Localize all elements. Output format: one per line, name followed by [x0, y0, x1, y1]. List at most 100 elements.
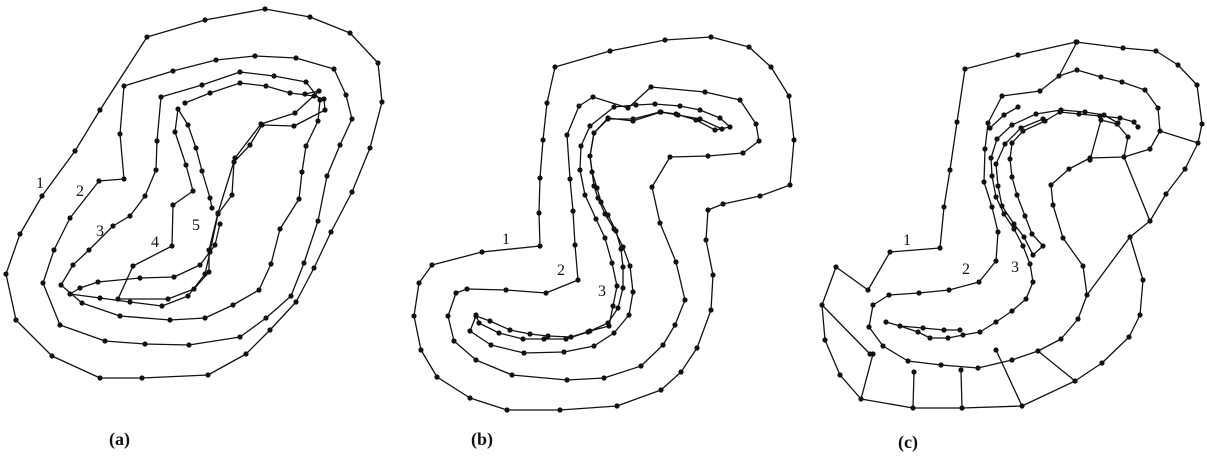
vertex-dot — [167, 317, 173, 323]
vertex-dot — [1101, 112, 1107, 118]
contour-c-2 — [868, 69, 1161, 369]
contour-b-3 — [469, 103, 731, 354]
vertex-dot — [1195, 140, 1201, 146]
vertex-dot — [488, 342, 494, 348]
vertex-dot — [1074, 39, 1080, 45]
vertex-dot — [416, 280, 422, 286]
vertex-dot — [186, 342, 192, 348]
vertex-dot — [667, 154, 673, 160]
vertex-dot — [1001, 112, 1007, 118]
vertex-dot — [819, 302, 825, 308]
vertex-dot — [587, 123, 593, 129]
vertex-dot — [185, 122, 191, 128]
vertex-dot — [230, 302, 236, 308]
vertex-dot — [577, 167, 583, 173]
vertex-dot — [1147, 218, 1153, 224]
vertex-dot — [582, 192, 588, 198]
vertex-dot — [202, 17, 208, 23]
vertex-dot — [1001, 211, 1007, 217]
vertex-dot — [620, 264, 626, 270]
vertex-dot — [1075, 316, 1081, 322]
connector-c-2 — [1159, 130, 1199, 144]
vertex-dot — [1023, 296, 1029, 302]
contour-a-1 — [5, 8, 383, 379]
vertex-dot — [981, 179, 987, 185]
vertex-dot — [197, 262, 203, 268]
vertex-dot — [1142, 87, 1148, 93]
vertex-dot — [97, 295, 103, 301]
vertex-dot — [1117, 115, 1123, 121]
vertex-dot — [786, 93, 792, 99]
vertex-dot — [1048, 182, 1054, 188]
vertex-dot — [1019, 403, 1025, 409]
vertex-dot — [1027, 261, 1033, 267]
vertex-dot — [591, 130, 597, 136]
vertex-dot — [127, 213, 133, 219]
vertex-dot — [367, 145, 373, 151]
vertex-dot — [1015, 52, 1021, 58]
vertex-dot — [115, 296, 121, 302]
vertex-dot — [915, 329, 921, 335]
vertex-dot — [1099, 360, 1105, 366]
vertex-dot — [293, 55, 299, 61]
label-a-3: 3 — [96, 223, 104, 240]
vertex-dot — [1135, 124, 1141, 130]
vertex-dot — [658, 387, 664, 393]
contour-b-2 — [447, 86, 760, 381]
vertex-dot — [601, 375, 607, 381]
vertex-dot — [1042, 118, 1048, 124]
vertex-dot — [610, 303, 616, 309]
vertex-dot — [349, 189, 355, 195]
vertex-dot — [587, 153, 593, 159]
vertex-dot — [712, 127, 718, 133]
vertex-dot — [1040, 243, 1046, 249]
vertex-dot — [710, 272, 716, 278]
vertex-dot — [607, 48, 613, 54]
vertex-dot — [585, 329, 591, 335]
vertex-dot — [175, 106, 181, 112]
vertex-dot — [67, 291, 73, 297]
vertex-dot — [920, 325, 926, 331]
vertex-dot — [591, 343, 597, 349]
vertex-dot — [252, 53, 258, 59]
vertex-dot — [375, 60, 381, 66]
vertex-dot — [1009, 174, 1015, 180]
vertex-dot — [170, 68, 176, 74]
vertex-dot — [708, 34, 714, 40]
vertex-dot — [927, 335, 933, 341]
vertex-dot — [67, 215, 73, 221]
vertex-dot — [411, 313, 417, 319]
vertex-dot — [833, 264, 839, 270]
vertex-dot — [946, 287, 952, 293]
vertex-dot — [144, 34, 150, 40]
vertex-dot — [564, 377, 570, 383]
connector-c-8 — [912, 371, 915, 409]
vertex-dot — [1125, 134, 1131, 140]
vertex-dot — [267, 327, 273, 333]
vertex-dot — [858, 396, 864, 402]
vertex-dot — [626, 312, 632, 318]
vertex-dot — [537, 243, 543, 249]
vertex-dot — [302, 91, 308, 97]
vertex-dot — [1037, 88, 1043, 94]
connector-c-6 — [995, 349, 1023, 407]
vertex-dot — [207, 195, 213, 201]
caption-c: (c) — [898, 432, 918, 453]
vertex-dot — [945, 335, 951, 341]
vertex-dot — [205, 372, 211, 378]
vertex-dot — [694, 345, 700, 351]
vertex-dot — [982, 146, 988, 152]
vertex-dot — [620, 285, 626, 291]
vertex-dot — [130, 263, 136, 269]
vertex-dot — [910, 405, 916, 411]
vertex-dot — [960, 332, 966, 338]
vertex-dot — [49, 353, 55, 359]
vertex-dot — [611, 330, 617, 336]
vertex-dot — [1074, 67, 1080, 73]
vertex-dot — [1140, 277, 1146, 283]
vertex-dot — [1082, 109, 1088, 115]
vertex-dot — [117, 131, 123, 137]
vertex-dot — [657, 220, 663, 226]
vertex-dot — [614, 403, 620, 409]
